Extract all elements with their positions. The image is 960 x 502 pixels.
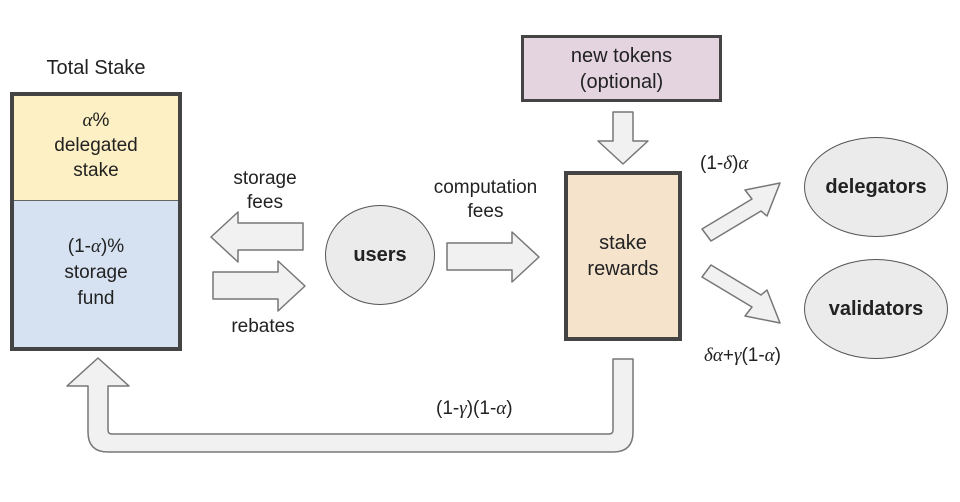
new-tokens-box: new tokens (optional): [521, 35, 722, 102]
storage-label: storage: [64, 262, 128, 283]
delegated-stake-section: α% delegated stake: [14, 96, 178, 201]
storage-fund-section: (1-α)% storage fund: [14, 202, 178, 351]
delegators-arrow: [701, 182, 781, 242]
stake-label: stake: [73, 160, 119, 181]
delegator-share-label: (1-δ)α: [700, 153, 749, 174]
rebates-label: rebates: [231, 316, 295, 337]
validators-node: validators: [804, 259, 948, 359]
fund-label: fund: [77, 288, 115, 309]
delegators-node: delegators: [804, 137, 948, 237]
validator-share-label: δα+γ(1-α): [704, 345, 781, 366]
stake-rewards-box: stake rewards: [564, 171, 682, 341]
total-stake-box: α% delegated stake (1-α)% storage fund: [10, 92, 182, 351]
storage-return-arrow: [66, 357, 634, 453]
users-node: users: [325, 205, 435, 305]
rebates-arrow: [212, 260, 306, 312]
validators-arrow: [701, 264, 781, 324]
storage-return-label: (1-γ)(1-α): [436, 398, 513, 419]
new-tokens-label: new tokens: [570, 45, 673, 67]
delegated-percent-label: α%: [82, 110, 110, 131]
total-stake-title: Total Stake: [46, 57, 146, 79]
storage-percent-label: (1-α)%: [67, 236, 125, 257]
computation-fees-arrow: [446, 231, 540, 283]
new-tokens-arrow: [597, 111, 649, 165]
optional-label: (optional): [579, 71, 664, 93]
delegated-label: delegated: [54, 135, 138, 156]
rewards-label: rewards: [587, 258, 659, 280]
storage-fees-arrow: [210, 211, 304, 263]
stake-label-2: stake: [599, 232, 647, 254]
